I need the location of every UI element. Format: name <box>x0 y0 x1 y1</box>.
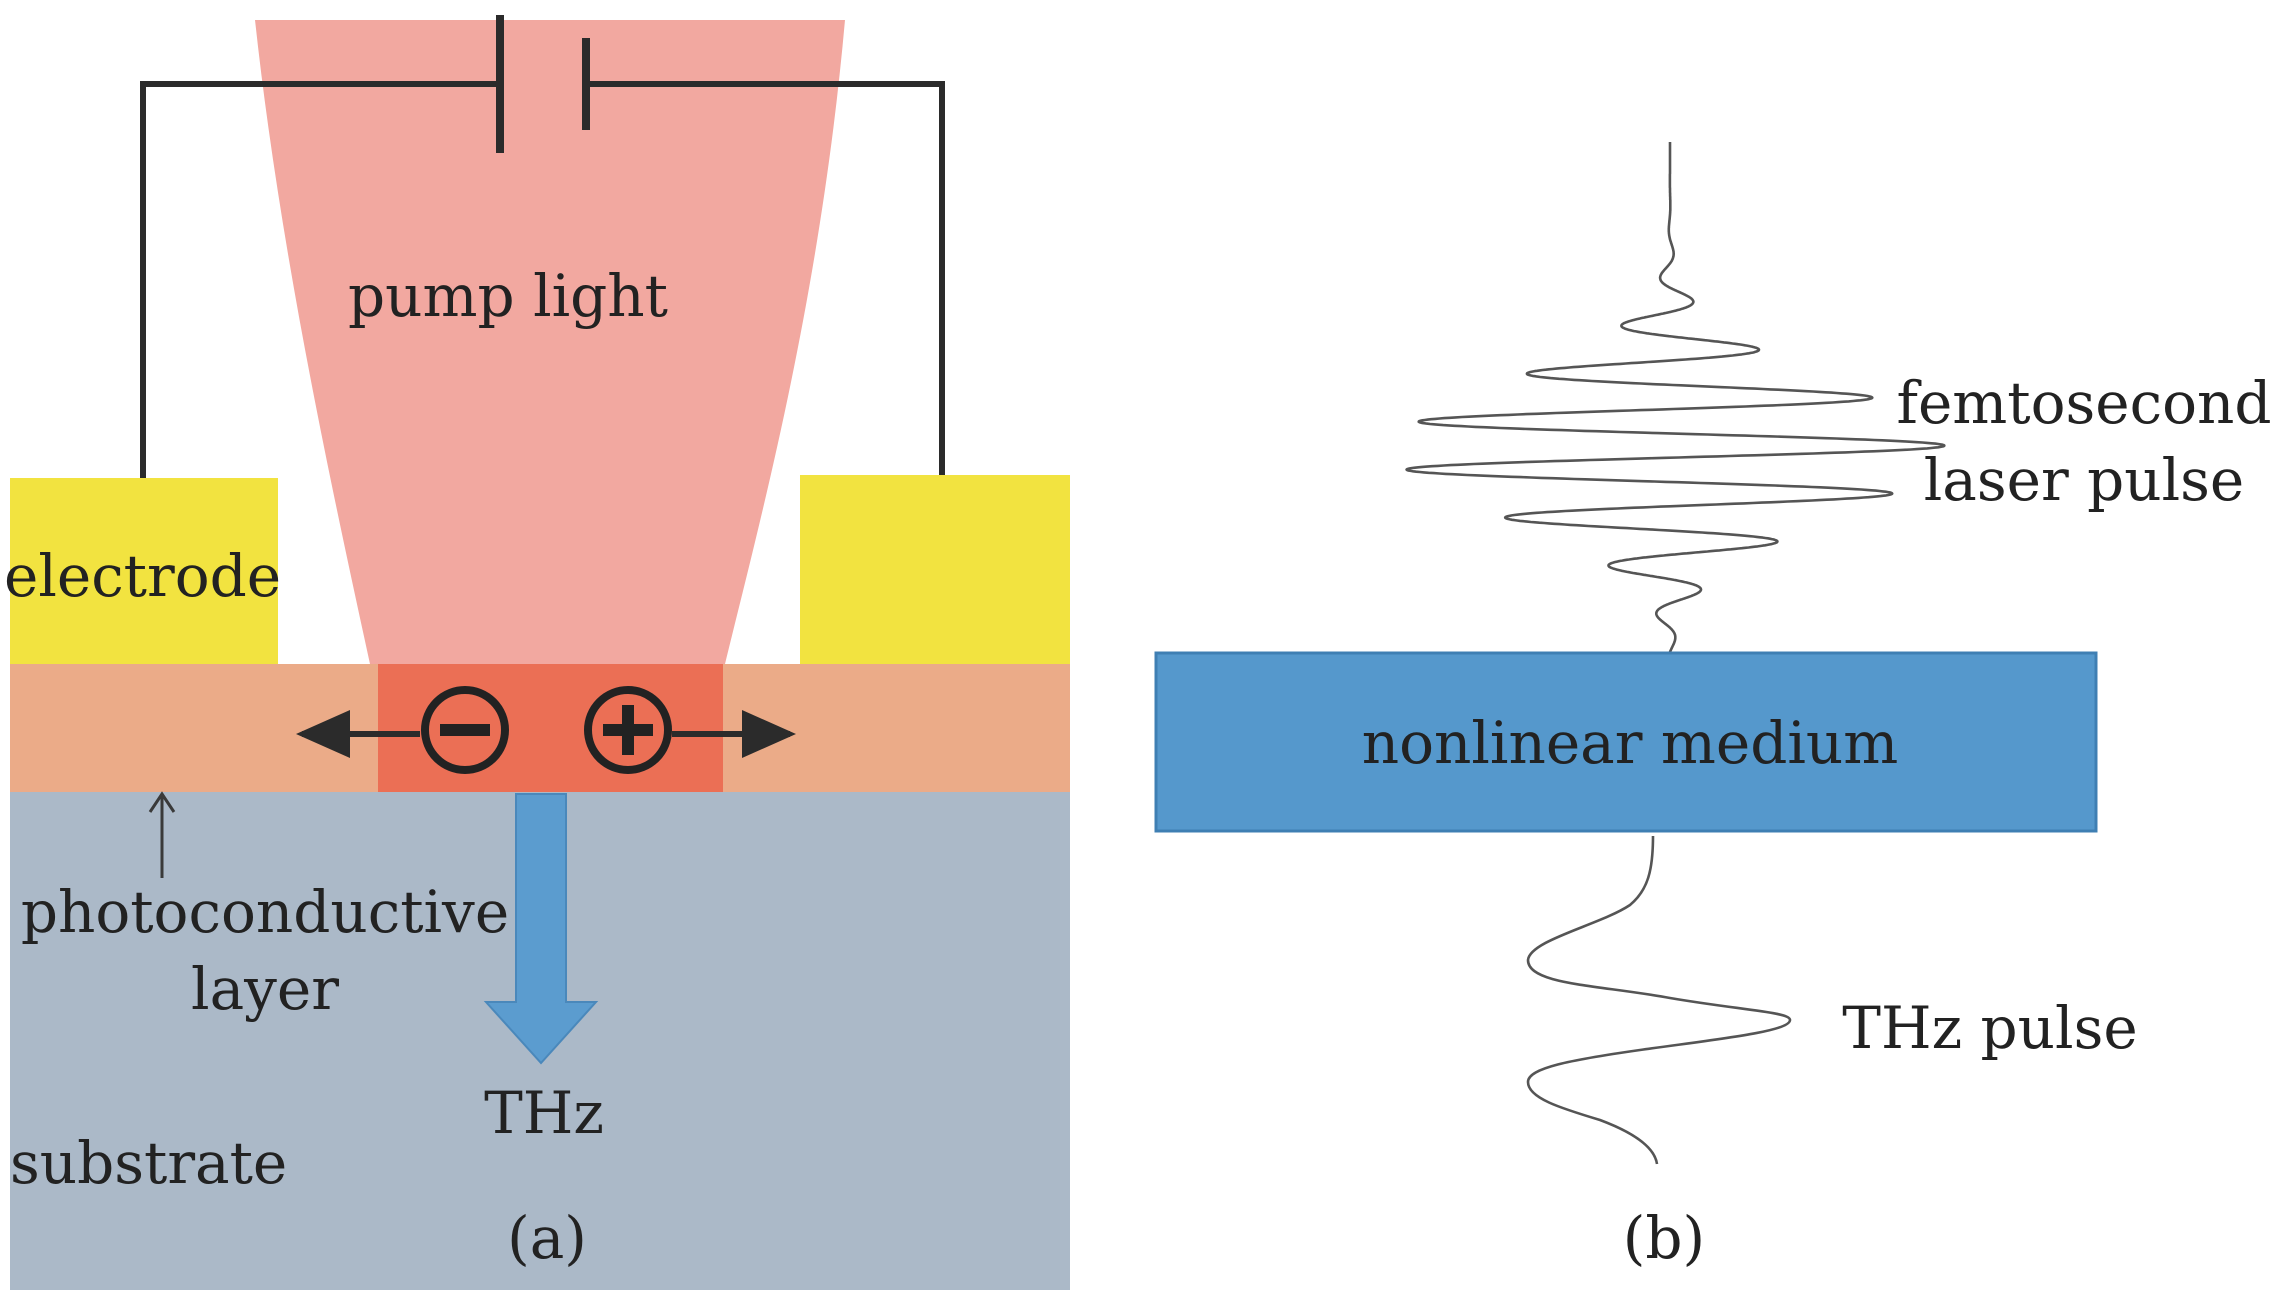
photoconductive-label-line1: photoconductive <box>21 878 509 946</box>
circuit-wire-right <box>586 81 945 475</box>
pump-light-label: pump light <box>348 262 668 330</box>
femtosecond-pulse-curve <box>1405 141 1946 653</box>
thz-pulse-curve <box>1526 835 1792 1165</box>
substrate-label: substrate <box>10 1129 287 1197</box>
panel-b-caption: (b) <box>1623 1204 1705 1272</box>
pump-light-beam <box>255 20 845 664</box>
electrode-right <box>800 475 1070 664</box>
electron-symbol <box>421 686 509 774</box>
electrode-left <box>10 478 278 664</box>
panel-a-caption: (a) <box>507 1204 587 1272</box>
photoconductive-pointer-head <box>148 791 176 813</box>
panel-b: nonlinear medium femtosecond laser pulse… <box>1154 141 2272 1272</box>
femtosecond-label-line1: femtosecond <box>1897 369 2272 437</box>
circuit-wire-left <box>140 81 500 478</box>
thz-label: THz <box>484 1079 604 1147</box>
photoconductive-label-line2: layer <box>191 955 339 1023</box>
femtosecond-label-line2: laser pulse <box>1924 446 2245 514</box>
hole-symbol <box>584 686 672 774</box>
nonlinear-medium-block <box>1154 651 2098 833</box>
thz-emission-arrow <box>483 793 599 1065</box>
electrode-label: electrode <box>4 542 281 610</box>
thz-pulse-label: THz pulse <box>1842 994 2137 1062</box>
nonlinear-medium-label: nonlinear medium <box>1362 709 1899 777</box>
panel-a: pump light electrode photoconductive lay… <box>4 15 1070 1290</box>
